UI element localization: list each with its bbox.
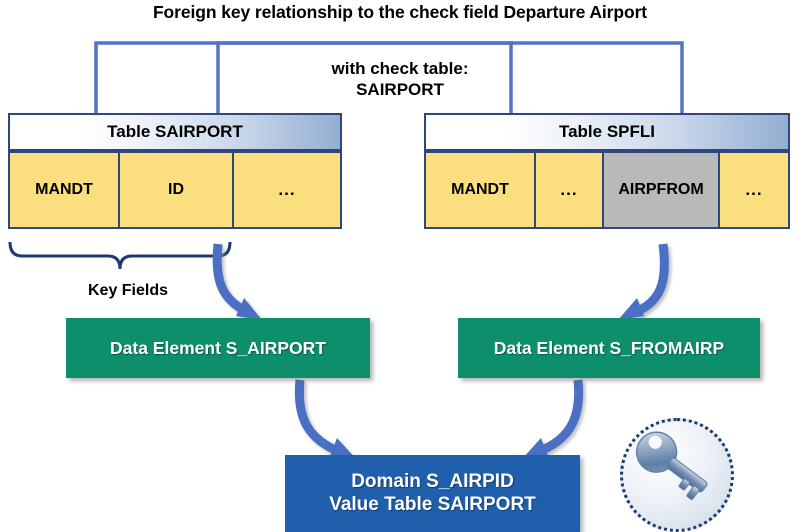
- data-element-s-airport-label: Data Element S_AIRPORT: [110, 337, 326, 358]
- check-table-note-line2: SAIRPORT: [356, 80, 444, 100]
- column-label: ...: [560, 180, 578, 199]
- column-spfli-more-2[interactable]: ...: [720, 153, 788, 227]
- table-spfli-header: Table SPFLI: [424, 113, 790, 151]
- table-spfli-columns: MANDT ... AIRPFROM ...: [424, 151, 790, 229]
- domain-value-table: Value Table SAIRPORT: [329, 493, 536, 515]
- column-label: MANDT: [451, 181, 509, 198]
- table-sairport-header: Table SAIRPORT: [8, 113, 342, 151]
- check-table-note: with check table: SAIRPORT: [300, 58, 500, 101]
- table-sairport-columns: MANDT ID ...: [8, 151, 342, 229]
- key-fields-label: Key Fields: [87, 282, 169, 299]
- domain-box[interactable]: Domain S_AIRPID Value Table SAIRPORT: [285, 455, 580, 532]
- key-icon-badge: [620, 418, 734, 532]
- column-spfli-mandt[interactable]: MANDT: [426, 153, 534, 227]
- column-label: ...: [745, 180, 763, 199]
- check-table-note-line1: with check table:: [331, 59, 469, 78]
- data-element-s-airport[interactable]: Data Element S_AIRPORT: [66, 318, 370, 378]
- page-title: Foreign key relationship to the check fi…: [152, 2, 648, 22]
- column-spfli-airpfrom[interactable]: AIRPFROM: [604, 153, 718, 227]
- data-element-s-fromairp[interactable]: Data Element S_FROMAIRP: [458, 318, 760, 378]
- column-label: ID: [168, 181, 184, 198]
- key-icon: [635, 431, 708, 500]
- column-label: ...: [278, 180, 296, 199]
- table-spfli-header-label: Table SPFLI: [558, 122, 656, 141]
- data-element-s-fromairp-label: Data Element S_FROMAIRP: [493, 337, 725, 358]
- table-sairport: Table SAIRPORT MANDT ID ...: [8, 113, 342, 229]
- column-label: AIRPFROM: [618, 181, 704, 198]
- table-sairport-header-label: Table SAIRPORT: [107, 122, 243, 141]
- column-label: MANDT: [35, 181, 93, 198]
- domain-name: Domain S_AIRPID: [351, 471, 514, 493]
- column-sairport-mandt[interactable]: MANDT: [10, 153, 118, 227]
- column-spfli-more-1[interactable]: ...: [536, 153, 602, 227]
- column-sairport-more[interactable]: ...: [234, 153, 340, 227]
- table-spfli: Table SPFLI MANDT ... AIRPFROM ...: [424, 113, 790, 229]
- column-sairport-id[interactable]: ID: [120, 153, 232, 227]
